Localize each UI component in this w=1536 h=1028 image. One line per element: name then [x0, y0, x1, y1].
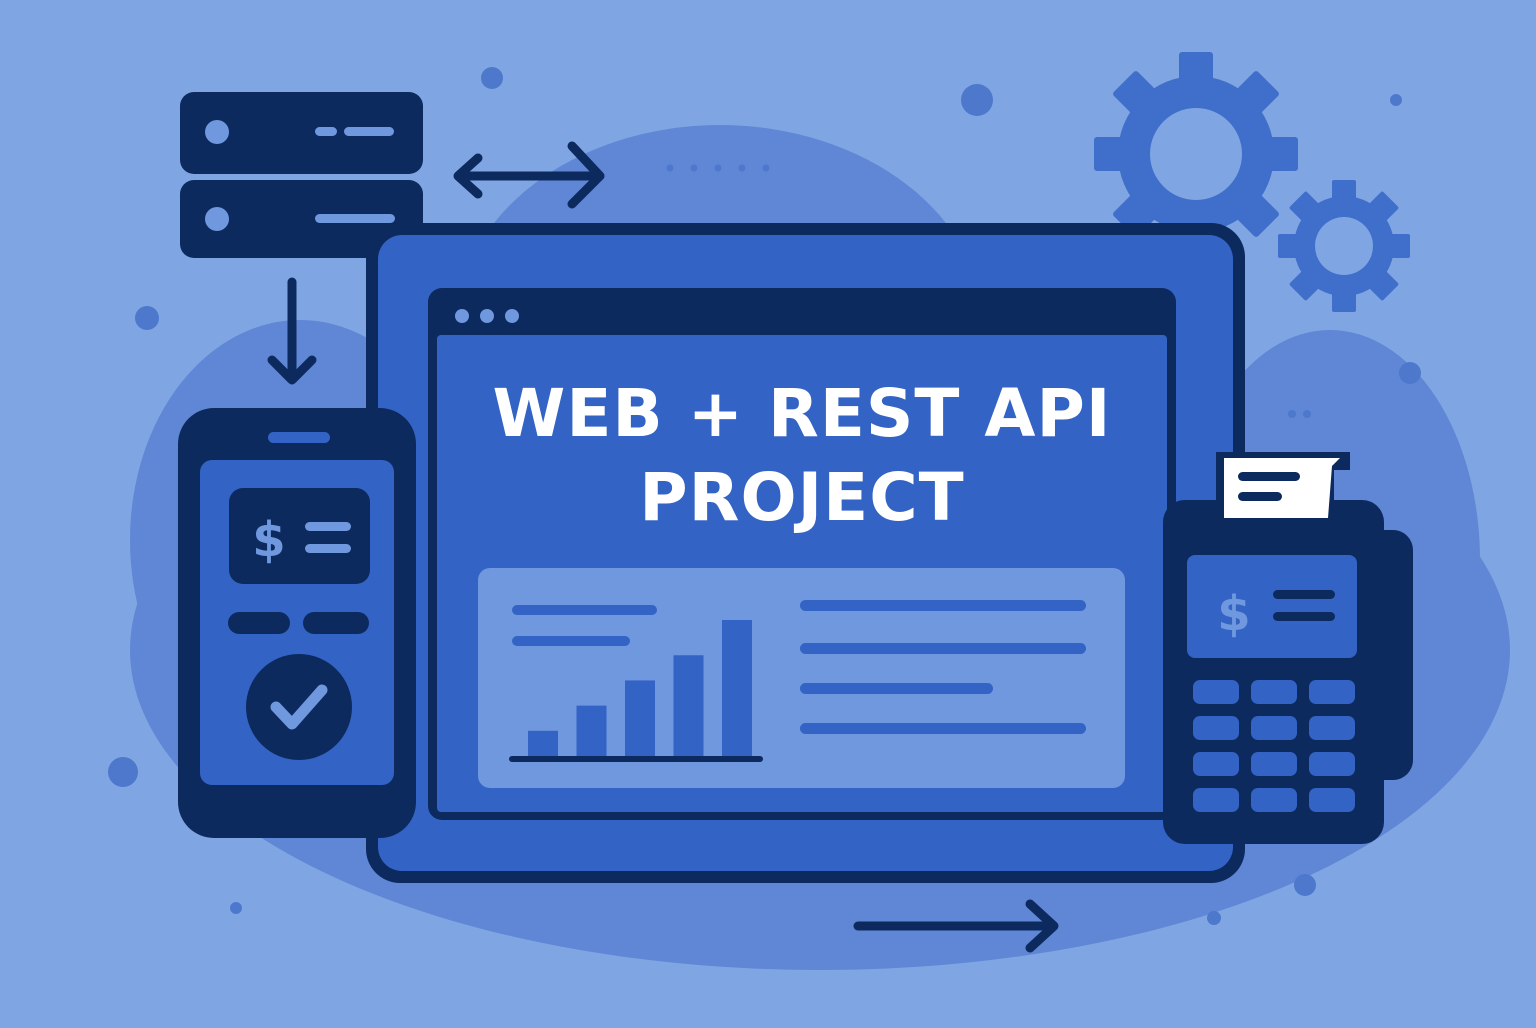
mini-chart-bar — [625, 680, 655, 756]
gear-icon — [1094, 52, 1298, 256]
check-icon — [246, 654, 352, 760]
title-line-2: PROJECT — [639, 459, 965, 536]
mini-chart-bar — [673, 655, 704, 756]
gear-icon-small — [1278, 180, 1410, 312]
pos-keypad — [1193, 680, 1355, 812]
dollar-sign-icon: $ — [252, 512, 285, 568]
receipt-icon — [1216, 452, 1350, 524]
pos-key — [1309, 752, 1355, 776]
dashboard-card — [478, 568, 1125, 788]
pos-key — [1309, 716, 1355, 740]
pos-key — [1251, 680, 1297, 704]
pos-key — [1251, 752, 1297, 776]
decorative-dots — [108, 67, 1421, 925]
pos-key — [1193, 752, 1239, 776]
title-line-1: WEB + REST API — [492, 375, 1112, 452]
pos-key — [1309, 788, 1355, 812]
pos-key — [1193, 716, 1239, 740]
pos-key — [1193, 680, 1239, 704]
arrow-right-icon — [853, 899, 1059, 953]
mini-chart-bar — [576, 705, 607, 756]
pos-key — [1309, 680, 1355, 704]
server-icon — [180, 92, 423, 258]
mini-chart-bar — [722, 620, 752, 756]
pos-key — [1251, 716, 1297, 740]
dollar-sign-icon-pos: $ — [1217, 586, 1250, 642]
pos-key — [1193, 788, 1239, 812]
page-title: WEB + REST API PROJECT — [430, 372, 1174, 540]
bidirectional-arrow-icon — [453, 141, 605, 209]
pos-key — [1251, 788, 1297, 812]
smartphone-icon — [178, 408, 416, 838]
bar-chart-icon — [528, 620, 752, 756]
mini-chart-bar — [528, 730, 558, 756]
